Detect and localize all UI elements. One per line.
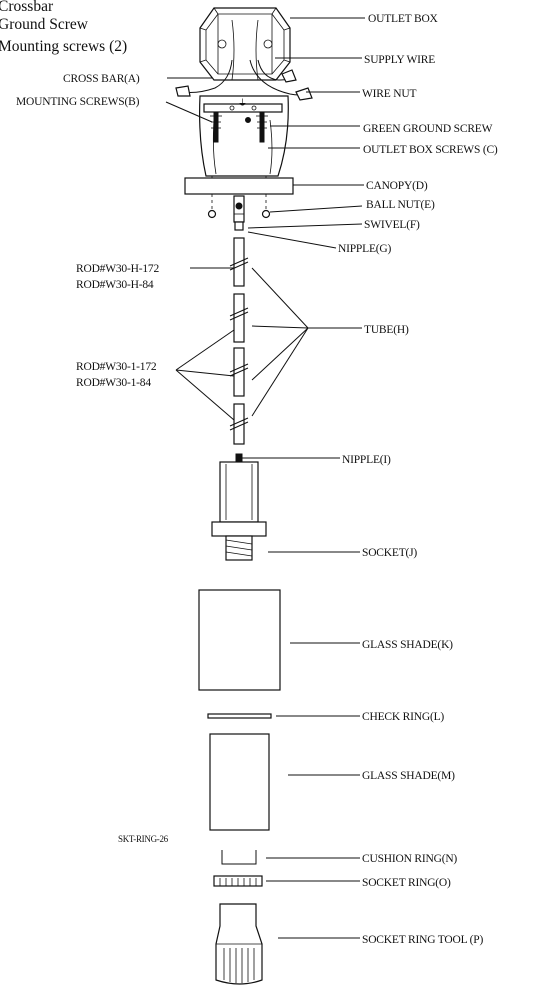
label-socket-ring-tool: SOCKET RING TOOL (P) — [362, 934, 483, 946]
label-cushion-ring: CUSHION RING(N) — [362, 853, 457, 865]
socket-ring — [213, 875, 263, 887]
outlet-box — [199, 7, 291, 81]
label-socket-ring: SOCKET RING(O) — [362, 877, 451, 889]
label-glass-shade-k: GLASS SHADE(K) — [362, 639, 453, 651]
legend-mounting-screws: Mounting screws (2) — [0, 38, 127, 55]
label-outlet-box-screws: OUTLET BOX SCREWS (C) — [363, 144, 498, 156]
ball-nuts — [207, 209, 271, 219]
mounting-screws — [210, 111, 268, 143]
wire-nuts — [175, 69, 313, 101]
legend-crossbar: Crossbar — [0, 0, 54, 15]
legend: Crossbar Ground Screw Mounting screws (2… — [0, 0, 127, 55]
swivel — [233, 195, 245, 231]
label-mounting-screws: MOUNTING SCREWS(B) — [16, 96, 140, 108]
label-supply-wire: SUPPLY WIRE — [364, 54, 435, 66]
label-cross-bar: CROSS BAR(A) — [63, 73, 140, 85]
rod-top — [229, 237, 249, 287]
socket — [211, 461, 267, 561]
label-rod-h-172: ROD#W30-H-172 — [76, 263, 159, 275]
cushion-ring — [221, 850, 257, 865]
label-outlet-box: OUTLET BOX — [368, 13, 439, 25]
label-green-ground-screw: GREEN GROUND SCREW — [363, 123, 493, 135]
label-rod-h-84: ROD#W30-H-84 — [76, 279, 154, 291]
tube-1 — [229, 293, 249, 343]
part-labels: OUTLET BOX SUPPLY WIRE CROSS BAR(A) WIRE… — [16, 13, 498, 946]
tube-2 — [229, 347, 249, 397]
tube-3 — [229, 403, 249, 445]
label-nipple-g: NIPPLE(G) — [338, 243, 392, 255]
fixture-housing: ⏚ — [199, 95, 289, 210]
leader-lines — [165, 17, 365, 939]
check-ring — [207, 713, 272, 719]
ground-icon: ⏚ — [238, 98, 247, 108]
socket-ring-tool — [215, 903, 263, 985]
label-wire-nut: WIRE NUT — [362, 88, 416, 100]
glass-shade-k — [198, 589, 281, 691]
glass-shade-m — [209, 733, 270, 831]
legend-ground-screw: Ground Screw — [0, 16, 89, 33]
label-glass-shade-m: GLASS SHADE(M) — [362, 770, 455, 782]
label-ball-nut: BALL NUT(E) — [366, 199, 435, 211]
label-socket: SOCKET(J) — [362, 547, 417, 559]
label-nipple-i: NIPPLE(I) — [342, 454, 391, 466]
label-check-ring: CHECK RING(L) — [362, 711, 444, 723]
label-swivel: SWIVEL(F) — [364, 219, 420, 231]
label-tube: TUBE(H) — [364, 324, 409, 336]
label-canopy: CANOPY(D) — [366, 180, 428, 192]
canopy — [184, 177, 294, 195]
label-rod-1-84: ROD#W30-1-84 — [76, 377, 151, 389]
label-rod-1-172: ROD#W30-1-172 — [76, 361, 157, 373]
label-skt-ring: SKT-RING-26 — [118, 834, 169, 844]
